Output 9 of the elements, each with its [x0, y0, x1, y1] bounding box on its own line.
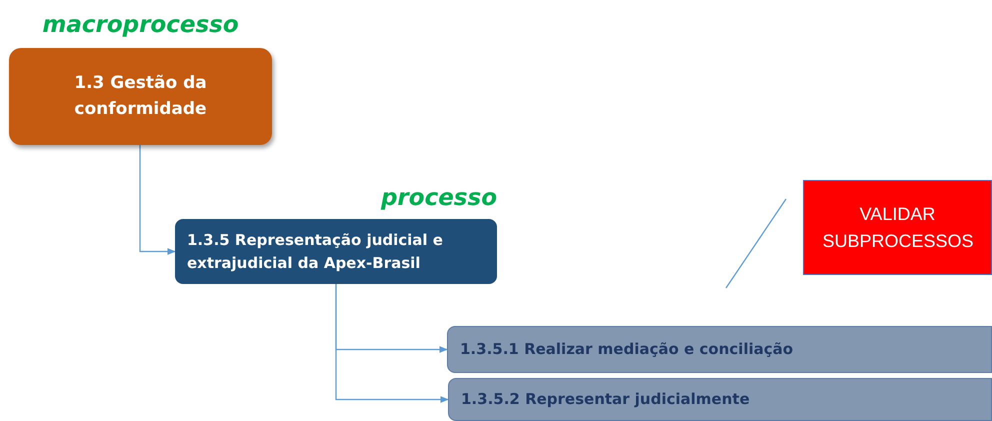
connector-arrow [335, 284, 449, 403]
box-label: 1.3.5 Representação judicial e extrajudicial da Apex-Brasil [187, 230, 444, 274]
level-heading: processo [380, 185, 497, 211]
box-label: 1.3 Gestão da conformidade [73, 72, 208, 120]
box-label: VALIDAR SUBPROCESSOS [822, 202, 972, 252]
level-heading: macroprocesso [42, 12, 239, 38]
box-label: 1.3.5.1 Realizar mediação e conciliação [460, 339, 794, 360]
box-label: 1.3.5.2 Representar judicialmente [461, 389, 750, 410]
connector-arrow [139, 145, 176, 255]
